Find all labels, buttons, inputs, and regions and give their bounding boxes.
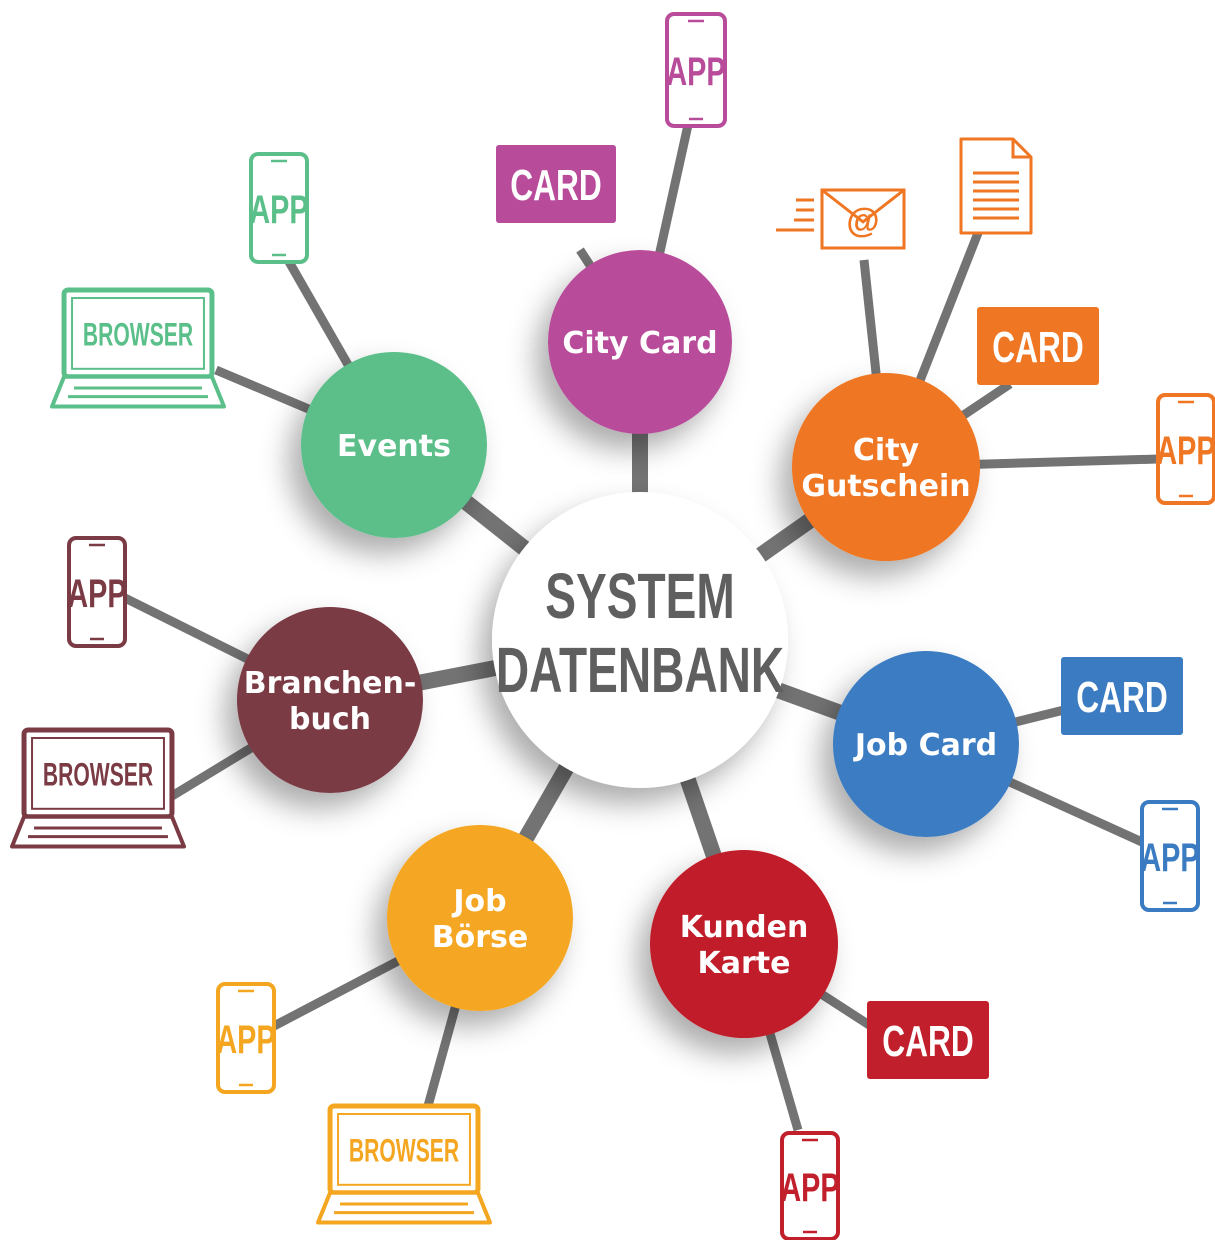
laptop-keyboard <box>50 374 226 409</box>
hub-label: Branchen- <box>244 666 417 701</box>
center-circle <box>492 492 788 788</box>
hub-circle <box>237 607 423 793</box>
card-icon <box>1061 657 1183 735</box>
phone-label: APP <box>1140 835 1199 880</box>
card-label: CARD <box>882 1017 973 1066</box>
card-label: CARD <box>1076 673 1167 722</box>
laptop-label: BROWSER <box>83 316 194 353</box>
laptop-screen <box>71 297 205 370</box>
device-city-gutschein-email: @ <box>776 188 906 250</box>
document-fold <box>1011 139 1031 159</box>
device-layer: CARD APP @ CARD APP CARD APP CARD APP APP BROWSER A… <box>10 12 1215 1240</box>
phone-label: APP <box>216 1017 275 1062</box>
hub-label: buch <box>289 702 371 737</box>
device-city-card-app: APP <box>665 12 727 128</box>
hub-circle <box>301 352 487 538</box>
phone-icon <box>216 982 276 1094</box>
hub-label: Kunden <box>680 910 809 945</box>
device-city-gutschein-app: APP <box>1156 393 1215 505</box>
hub-circle <box>833 651 1019 837</box>
hub-label: Börse <box>432 920 528 955</box>
device-city-card-card: CARD <box>496 145 616 223</box>
phone-label: APP <box>666 49 725 94</box>
device-events-app: APP <box>249 152 309 264</box>
laptop-keyboard <box>10 814 186 849</box>
phone-icon <box>1140 800 1200 912</box>
device-job-card-card: CARD <box>1061 657 1183 735</box>
hub-circle <box>387 825 573 1011</box>
hub-circle <box>548 250 732 434</box>
at-sign-icon: @ <box>846 202 879 240</box>
hub-label: Gutschein <box>801 469 970 504</box>
hub-label: Events <box>337 429 451 464</box>
card-icon <box>867 1001 989 1079</box>
phone-label: APP <box>249 187 308 232</box>
hub-label: Job Card <box>853 728 997 763</box>
hub-circle <box>650 850 838 1038</box>
device-job-boerse-app: APP <box>216 982 276 1094</box>
laptop-label: BROWSER <box>349 1132 460 1169</box>
center-label: DATENBANK <box>496 635 784 706</box>
phone-icon <box>780 1131 840 1240</box>
phone-icon <box>249 152 309 264</box>
card-icon <box>977 307 1099 385</box>
hub-circle <box>792 373 980 561</box>
card-label: CARD <box>510 161 601 210</box>
hub-job-card: Job Card <box>833 651 1019 837</box>
hub-events: Events <box>301 352 487 538</box>
card-label: CARD <box>992 323 1083 372</box>
laptop-screen <box>337 1113 471 1186</box>
device-job-card-app: APP <box>1140 800 1200 912</box>
hub-city-card: City Card <box>548 250 732 434</box>
hub-label: Job <box>451 884 506 919</box>
phone-label: APP <box>780 1165 839 1210</box>
hub-label: City Card <box>562 326 717 361</box>
device-branchenbuch-app: APP <box>67 536 127 648</box>
device-kunden-karte-app: APP <box>780 1131 840 1240</box>
email-flap <box>821 188 905 224</box>
laptop-keyboard <box>316 1190 492 1225</box>
hub-branchenbuch: Branchen-buch <box>237 607 423 793</box>
device-city-gutschein-card: CARD <box>977 307 1099 385</box>
phone-icon <box>67 536 127 648</box>
phone-label: APP <box>1156 428 1215 473</box>
device-city-gutschein-document <box>959 137 1033 235</box>
phone-icon <box>665 12 727 128</box>
laptop-screen <box>31 737 165 810</box>
device-branchenbuch-browser: BROWSER <box>10 727 186 849</box>
device-events-browser: BROWSER <box>50 287 226 409</box>
device-job-boerse-browser: BROWSER <box>316 1103 492 1225</box>
device-kunden-karte-card: CARD <box>867 1001 989 1079</box>
phone-icon <box>1156 393 1215 505</box>
laptop-label: BROWSER <box>43 756 154 793</box>
hub-label: City <box>853 433 920 468</box>
phone-label: APP <box>67 571 126 616</box>
hub-label: Karte <box>698 946 791 981</box>
center-label: SYSTEM <box>545 561 734 632</box>
card-icon <box>496 145 616 223</box>
